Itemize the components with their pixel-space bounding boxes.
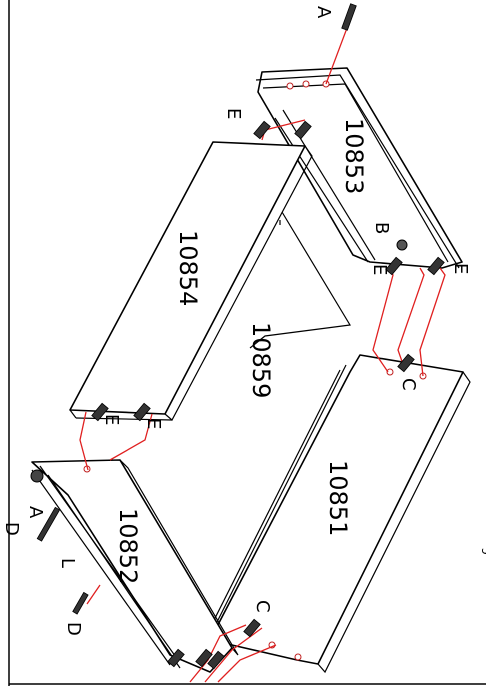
panel-10852	[30, 459, 239, 673]
part-number-10851: 10851	[324, 460, 352, 536]
dowel-E-top-2	[294, 120, 312, 140]
panel-10853	[255, 67, 463, 269]
dowel-bottom-1	[167, 648, 185, 668]
screw-A-icon	[341, 3, 357, 31]
cam-bolt-B	[396, 239, 408, 251]
part-number-10854: 10854	[174, 230, 202, 306]
label-D-left2: D	[63, 622, 84, 636]
dowel-C-right	[397, 353, 415, 373]
panel-10854	[69, 141, 313, 421]
dowel-bottom-2	[195, 648, 213, 668]
label-E-3: E	[450, 263, 471, 274]
label-D-left1: D	[1, 522, 22, 536]
label-A-top: A	[313, 6, 334, 19]
hardware-pieces	[36, 3, 445, 670]
label-C-right: C	[398, 378, 419, 391]
label-A-left: A	[25, 506, 46, 519]
label-L: L	[57, 558, 78, 568]
connector-lines	[79, 27, 446, 683]
label-E-5: E	[143, 418, 164, 429]
stray-mark: ɔ	[479, 548, 486, 555]
dowel-E-shelf-1	[91, 402, 109, 422]
part-number-10852: 10852	[114, 508, 142, 584]
dowel-E-mid-1	[385, 256, 403, 276]
label-E-1: E	[223, 108, 244, 119]
label-E-4: E	[101, 414, 122, 425]
label-E-2: E	[369, 264, 390, 275]
label-C-bottom: C	[252, 600, 273, 613]
cam-bolt-A-left	[30, 469, 44, 483]
dowel-E-shelf-2	[133, 402, 151, 422]
label-B: B	[371, 222, 392, 234]
screw-D-icon	[36, 506, 61, 542]
part-number-10853: 10853	[340, 118, 368, 194]
dowel-E-mid-2	[427, 256, 445, 276]
part-number-10859: 10859	[247, 322, 275, 398]
dowel-bottom-3	[207, 650, 225, 670]
screw-D2-icon	[72, 591, 89, 615]
panel-10859	[249, 211, 351, 349]
panel-10851	[203, 354, 471, 674]
dowel-C-bottom	[243, 618, 261, 638]
dowel-E-top-1	[253, 120, 271, 140]
